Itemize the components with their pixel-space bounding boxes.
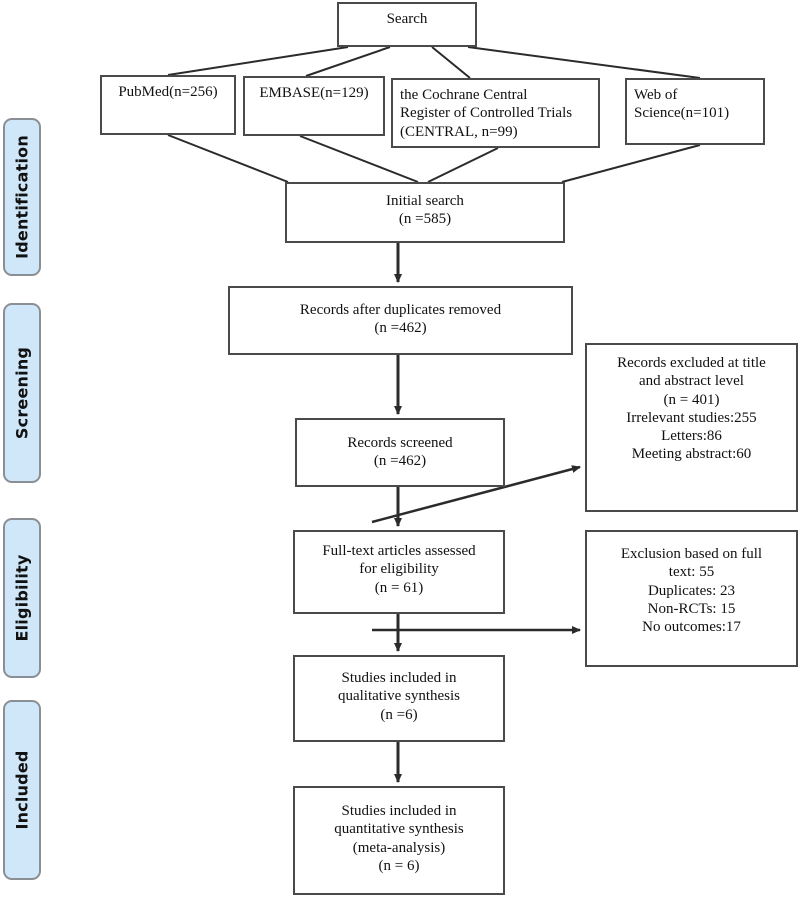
stage-identification: Identification — [3, 118, 41, 276]
stage-included-label: Included — [12, 750, 32, 830]
search-fanout-lines — [167, 46, 701, 79]
box-full-text-excluded: Exclusion based on full text: 55 Duplica… — [585, 530, 798, 667]
box-records-screened-line-1: Records screened — [347, 435, 453, 451]
box-records-excluded-line-1: Records excluded at title — [617, 355, 766, 371]
box-records-after-duplicates-removed: Records after duplicates removed (n =462… — [228, 286, 573, 355]
box-quantitative-synthesis-line-1: Studies included in — [341, 803, 457, 819]
box-full-text-excluded-line-2: text: 55 — [668, 564, 715, 581]
box-qualitative-synthesis-line-2: qualitative synthesis — [337, 688, 461, 705]
box-cochrane-line-1: the Cochrane Central — [400, 87, 528, 103]
box-full-text-excluded-line-1: Exclusion based on full — [620, 546, 763, 562]
box-records-excluded-line-6: Meeting abstract:60 — [631, 446, 752, 463]
stage-eligibility: Eligibility — [3, 518, 41, 678]
box-qualitative-synthesis-line-3: (n =6) — [380, 706, 418, 723]
box-search-line-1: Search — [386, 11, 428, 27]
box-initial-search-line-1: Initial search — [386, 193, 464, 209]
stage-screening-label: Screening — [12, 346, 32, 440]
box-duplicates-removed-line-2: (n =462) — [374, 320, 427, 337]
box-pubmed-line-1: PubMed(n=256) — [118, 84, 218, 100]
stage-included: Included — [3, 700, 41, 880]
box-qualitative-synthesis-line-1: Studies included in — [341, 670, 457, 686]
box-duplicates-removed-line-1: Records after duplicates removed — [299, 302, 502, 318]
box-records-excluded-line-5: Letters:86 — [661, 428, 722, 445]
box-cochrane-line-2: Register of Controlled Trials — [400, 105, 573, 122]
box-records-excluded: Records excluded at title and abstract l… — [585, 343, 798, 512]
box-records-excluded-line-4: Irrelevant studies:255 — [626, 409, 757, 426]
box-search: Search — [337, 2, 477, 47]
box-quantitative-synthesis-line-2: quantitative synthesis — [334, 821, 464, 838]
box-quantitative-synthesis: Studies included in quantitative synthes… — [293, 786, 505, 895]
stage-screening: Screening — [3, 303, 41, 483]
box-full-text-excluded-line-5: No outcomes:17 — [642, 619, 741, 636]
stage-eligibility-label: Eligibility — [12, 554, 32, 642]
box-cochrane: the Cochrane Central Register of Control… — [391, 78, 600, 148]
box-records-screened: Records screened (n =462) — [295, 418, 505, 487]
box-full-text-assessed-line-3: (n = 61) — [374, 579, 424, 596]
box-cochrane-line-3: (CENTRAL, n=99) — [400, 123, 518, 140]
box-initial-search-line-2: (n =585) — [398, 211, 452, 228]
box-initial-search: Initial search (n =585) — [285, 182, 565, 243]
box-records-excluded-line-3: (n = 401) — [663, 391, 720, 408]
box-qualitative-synthesis: Studies included in qualitative synthesi… — [293, 655, 505, 742]
box-records-excluded-line-2: and abstract level — [639, 373, 744, 390]
box-embase: EMBASE(n=129) — [243, 76, 385, 136]
box-full-text-excluded-line-4: Non-RCTs: 15 — [647, 600, 736, 617]
box-web-of-science: Web of Science(n=101) — [625, 78, 765, 145]
box-pubmed: PubMed(n=256) — [100, 75, 236, 135]
box-quantitative-synthesis-line-3: (meta-analysis) — [352, 839, 446, 856]
box-full-text-excluded-line-3: Duplicates: 23 — [647, 582, 736, 599]
box-full-text-assessed-line-1: Full-text articles assessed — [322, 543, 476, 559]
box-full-text-assessed: Full-text articles assessed for eligibil… — [293, 530, 505, 614]
box-web-of-science-line-1: Web of — [634, 87, 678, 103]
stage-identification-label: Identification — [12, 135, 32, 259]
box-embase-line-1: EMBASE(n=129) — [259, 85, 369, 101]
box-web-of-science-line-2: Science(n=101) — [634, 105, 730, 122]
box-quantitative-synthesis-line-4: (n = 6) — [378, 857, 420, 874]
box-records-screened-line-2: (n =462) — [373, 453, 427, 470]
box-full-text-assessed-line-2: for eligibility — [359, 561, 439, 578]
